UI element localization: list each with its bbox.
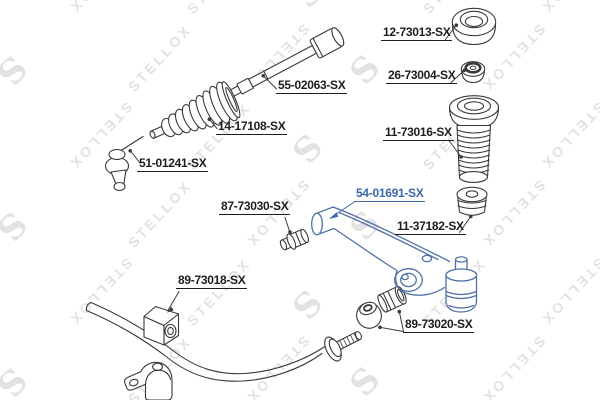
link-bushing-a-drawing	[356, 301, 382, 329]
tie-rod-end-drawing	[104, 135, 144, 192]
part-label-tie-rod-end[interactable]: 51-01241-SX	[137, 156, 209, 172]
part-label-steering-boot[interactable]: 14-17108-SX	[216, 119, 288, 135]
part-label-link-bushings[interactable]: 89-73020-SX	[403, 317, 475, 333]
highlight-leader	[329, 201, 356, 219]
part-label-control-arm-highlighted[interactable]: 54-01691-SX	[354, 186, 426, 202]
part-label-axial-rod[interactable]: 55-02063-SX	[276, 78, 348, 94]
part-label-bump-stop[interactable]: 11-37182-SX	[395, 219, 466, 235]
link-bushing-b-drawing	[377, 285, 407, 313]
part-label-strut-mount[interactable]: 12-73013-SX	[381, 25, 453, 41]
stabilizer-bar-drawing	[85, 301, 363, 382]
strut-mount-drawing	[451, 7, 497, 46]
strut-bearing-drawing	[460, 61, 486, 84]
leader-lines	[128, 23, 473, 332]
shock-boot-drawing	[448, 95, 500, 183]
part-label-stabilizer-bushing[interactable]: 89-73018-SX	[176, 273, 248, 289]
part-label-arm-bushing[interactable]: 87-73030-SX	[219, 199, 291, 215]
steering-boot-drawing	[149, 81, 241, 139]
stabilizer-bushing-drawing	[143, 305, 180, 346]
part-label-strut-bearing[interactable]: 26-73004-SX	[386, 68, 458, 84]
stabilizer-clamp-drawing	[124, 361, 173, 400]
control-arm-drawing	[311, 206, 478, 313]
arm-bushing-drawing	[279, 228, 309, 251]
bump-stop-drawing	[456, 186, 488, 216]
part-label-shock-boot[interactable]: 11-73016-SX	[383, 125, 454, 141]
